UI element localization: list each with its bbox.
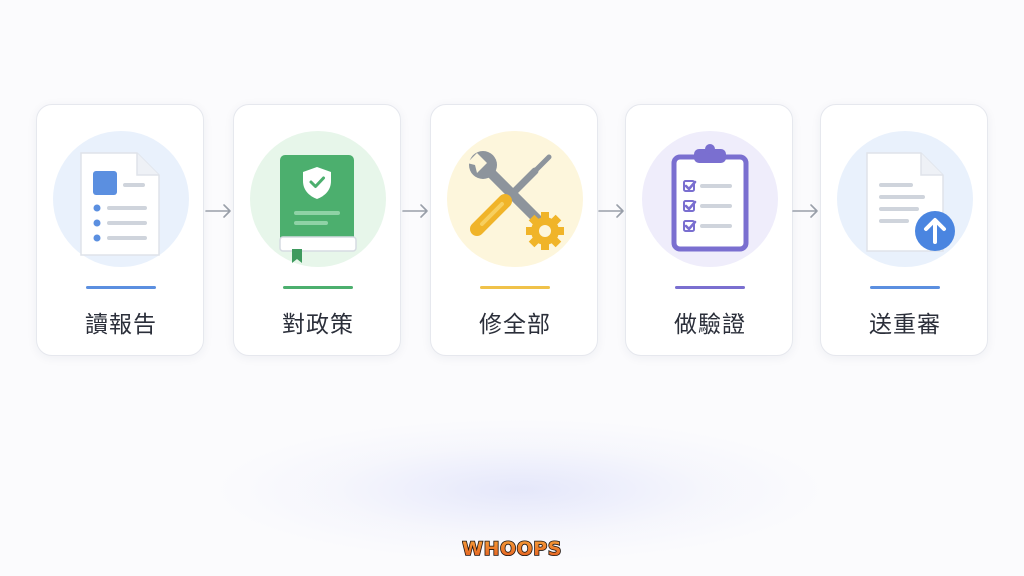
step-icon-circle: [447, 131, 583, 267]
whoops-logo: WHOOPS: [462, 537, 562, 561]
step-accent-bar: [283, 286, 353, 289]
step-label: 修全部: [479, 312, 551, 338]
arrow-right-icon: [792, 204, 818, 218]
step-label: 做驗證: [674, 312, 746, 338]
policy-book-icon: [279, 155, 357, 263]
arrow-right-icon: [598, 204, 624, 218]
document-icon: [80, 152, 160, 256]
step-icon-circle: [53, 131, 189, 267]
step-icon-circle: [250, 131, 386, 267]
step-card-check-policy: 對政策: [233, 104, 401, 356]
step-card-fix-all: 修全部: [430, 104, 598, 356]
svg-text:WHOOPS: WHOOPS: [462, 538, 562, 560]
step-icon-circle: [642, 131, 778, 267]
step-accent-bar: [480, 286, 550, 289]
step-label: 送重審: [869, 312, 941, 338]
step-label: 讀報告: [85, 312, 157, 338]
background-glow: [220, 420, 820, 560]
step-label: 對政策: [282, 312, 354, 338]
arrow-right-icon: [205, 204, 231, 218]
wrench-screwdriver-icon: [467, 151, 564, 250]
step-accent-bar: [86, 286, 156, 289]
document-upload-icon: [866, 152, 955, 252]
arrow-right-icon: [402, 204, 428, 218]
checklist-clipboard-icon: [671, 144, 749, 252]
step-icon-circle: [837, 131, 973, 267]
step-accent-bar: [675, 286, 745, 289]
step-card-verify: 做驗證: [625, 104, 793, 356]
step-accent-bar: [870, 286, 940, 289]
step-card-read-report: 讀報告: [36, 104, 204, 356]
step-card-resubmit: 送重審: [820, 104, 988, 356]
